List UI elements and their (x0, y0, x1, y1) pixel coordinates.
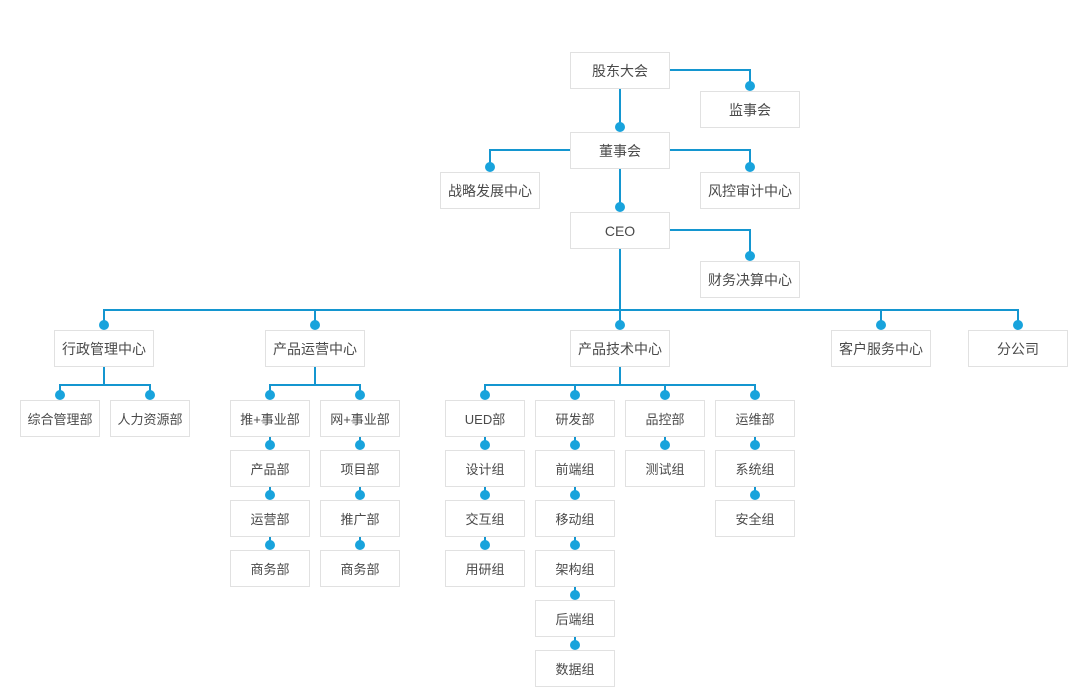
node-qc-dept: 品控部 (625, 400, 705, 437)
node-operation-dept: 运营部 (230, 500, 310, 537)
node-general-mgmt-dept: 综合管理部 (20, 400, 100, 437)
connector-line (1017, 309, 1019, 326)
connector-dot (99, 320, 109, 330)
node-board-of-directors: 董事会 (570, 132, 670, 169)
connector-dot (745, 162, 755, 172)
connector-dot (265, 440, 275, 450)
connector-line (269, 384, 361, 386)
connector-dot (265, 390, 275, 400)
connector-dot (480, 390, 490, 400)
node-security-team: 安全组 (715, 500, 795, 537)
connector-dot (355, 490, 365, 500)
connector-line (619, 367, 621, 386)
node-business-dept-tui: 商务部 (230, 550, 310, 587)
connector-line (880, 309, 882, 326)
connector-dot (55, 390, 65, 400)
connector-line (619, 249, 621, 326)
node-shareholders-meeting: 股东大会 (570, 52, 670, 89)
node-strategy-center: 战略发展中心 (440, 172, 540, 209)
connector-line (59, 384, 151, 386)
connector-line (103, 309, 105, 326)
node-ops-dept: 运维部 (715, 400, 795, 437)
connector-dot (570, 440, 580, 450)
node-product-tech-center: 产品技术中心 (570, 330, 670, 367)
node-customer-service-center: 客户服务中心 (831, 330, 931, 367)
node-data-team: 数据组 (535, 650, 615, 687)
node-product-dept: 产品部 (230, 450, 310, 487)
node-project-dept: 项目部 (320, 450, 400, 487)
connector-dot (745, 81, 755, 91)
node-ued-dept: UED部 (445, 400, 525, 437)
connector-line (489, 149, 491, 168)
connector-line (749, 229, 751, 257)
connector-line (749, 69, 751, 88)
node-supervisory-board: 监事会 (700, 91, 800, 128)
node-backend-team: 后端组 (535, 600, 615, 637)
node-branch-company: 分公司 (968, 330, 1068, 367)
connector-dot (660, 440, 670, 450)
connector-dot (265, 490, 275, 500)
connector-dot (480, 540, 490, 550)
node-promotion-dept: 推广部 (320, 500, 400, 537)
connector-line (314, 367, 316, 386)
connector-dot (145, 390, 155, 400)
connector-line (670, 69, 751, 71)
connector-dot (570, 490, 580, 500)
node-system-team: 系统组 (715, 450, 795, 487)
connector-line (489, 149, 570, 151)
node-admin-center: 行政管理中心 (54, 330, 154, 367)
connector-line (749, 149, 751, 168)
connector-dot (480, 490, 490, 500)
node-frontend-team: 前端组 (535, 450, 615, 487)
connector-line (103, 367, 105, 386)
connector-line (670, 149, 751, 151)
connector-dot (570, 390, 580, 400)
connector-line (103, 309, 1019, 311)
node-ceo: CEO (570, 212, 670, 249)
connector-dot (615, 122, 625, 132)
connector-dot (355, 440, 365, 450)
connector-dot (570, 540, 580, 550)
connector-dot (615, 320, 625, 330)
connector-dot (480, 440, 490, 450)
node-hr-dept: 人力资源部 (110, 400, 190, 437)
node-wang-business-unit: 网+事业部 (320, 400, 400, 437)
connector-dot (355, 390, 365, 400)
node-product-ops-center: 产品运营中心 (265, 330, 365, 367)
connector-dot (876, 320, 886, 330)
node-interaction-team: 交互组 (445, 500, 525, 537)
connector-dot (310, 320, 320, 330)
connector-line (314, 309, 316, 326)
node-mobile-team: 移动组 (535, 500, 615, 537)
node-design-team: 设计组 (445, 450, 525, 487)
connector-dot (485, 162, 495, 172)
connector-line (670, 229, 751, 231)
node-tui-business-unit: 推+事业部 (230, 400, 310, 437)
connector-dot (745, 251, 755, 261)
connector-dot (750, 490, 760, 500)
node-user-research-team: 用研组 (445, 550, 525, 587)
connector-line (484, 384, 756, 386)
connector-dot (570, 640, 580, 650)
connector-dot (570, 590, 580, 600)
node-finance-center: 财务决算中心 (700, 261, 800, 298)
connector-line (619, 89, 621, 128)
node-business-dept-wang: 商务部 (320, 550, 400, 587)
connector-dot (355, 540, 365, 550)
node-architecture-team: 架构组 (535, 550, 615, 587)
node-testing-team: 测试组 (625, 450, 705, 487)
node-risk-audit-center: 风控审计中心 (700, 172, 800, 209)
connector-dot (750, 440, 760, 450)
connector-dot (265, 540, 275, 550)
node-rd-dept: 研发部 (535, 400, 615, 437)
connector-dot (615, 202, 625, 212)
connector-dot (660, 390, 670, 400)
connector-dot (1013, 320, 1023, 330)
connector-dot (750, 390, 760, 400)
connector-line (619, 169, 621, 208)
